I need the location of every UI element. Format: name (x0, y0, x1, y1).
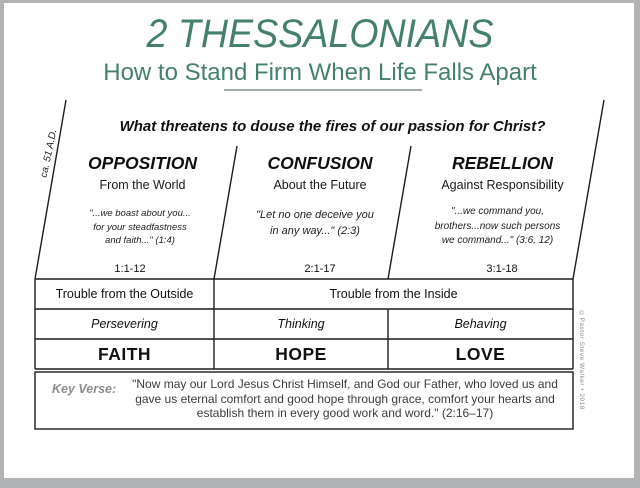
key-verse-line: gave us eternal comfort and good hope th… (135, 391, 555, 406)
quote-line: "Let no one deceive you (256, 209, 374, 221)
column-rebellion-header: REBELLION Against Responsibility (410, 153, 595, 192)
key-verse-text: "Now may our Lord Jesus Christ Himself, … (128, 377, 562, 421)
column-title: OPPOSITION (88, 153, 197, 173)
subtitle-underline (224, 89, 422, 91)
column-subtitle: About the Future (273, 178, 367, 192)
quote-confusion: "Let no one deceive you in any way..." (… (230, 207, 400, 239)
page-subtitle: How to Stand Firm When Life Falls Apart (103, 59, 537, 86)
column-title: CONFUSION (267, 153, 373, 173)
key-verse-line: establish them in every good work and wo… (196, 406, 494, 420)
quote-line: and faith..." (1:4) (105, 235, 175, 246)
cell-trouble-inside: Trouble from the Inside (329, 287, 458, 301)
cell-trouble-outside: Trouble from the Outside (55, 287, 194, 301)
quote-line: we command..." (3:6, 12) (441, 235, 554, 246)
key-verse-label: Key Verse: (52, 382, 117, 396)
column-opposition-header: OPPOSITION From the World (60, 153, 225, 192)
column-subtitle: Against Responsibility (441, 178, 564, 192)
column-title: REBELLION (451, 153, 554, 173)
book-title: 2 THESSALONIANS (146, 12, 494, 56)
reference-opposition: 1:1-12 (114, 263, 146, 275)
page-sheet (4, 3, 634, 478)
cell-theme-thinking: Thinking (277, 317, 325, 331)
key-verse-box (34, 371, 574, 430)
quote-line: "...we command you, (450, 206, 545, 217)
cell-virtue-love: LOVE (455, 343, 506, 364)
left-boundary-line (34, 99, 67, 280)
theme-question: What threatens to douse the fires of our… (119, 118, 546, 135)
column-divider-1 (213, 145, 238, 280)
copyright-label: ©Pastor Steve Walker • 2018 (578, 310, 585, 410)
quote-line: for your steadfastness (93, 221, 187, 233)
cell-theme-persevering: Persevering (91, 317, 158, 331)
column-confusion-header: CONFUSION About the Future (235, 153, 405, 192)
cell-theme-behaving: Behaving (454, 317, 507, 331)
quote-line: brothers...now such persons (434, 220, 561, 232)
column-subtitle: From the World (99, 178, 186, 192)
cell-virtue-faith: FAITH (97, 343, 152, 364)
quote-rebellion: "...we command you, brothers...now such … (405, 205, 590, 249)
cell-virtue-hope: HOPE (275, 343, 327, 364)
right-boundary-line (572, 99, 605, 280)
reference-confusion: 2:1-17 (304, 263, 336, 275)
reference-rebellion: 3:1-18 (486, 263, 518, 275)
column-divider-2 (387, 145, 412, 280)
quote-line: in any way..." (2:3) (270, 225, 360, 237)
quote-opposition: "...we boast about you... for your stead… (55, 207, 225, 248)
quote-line: "...we boast about you... (89, 208, 191, 219)
key-verse-line: "Now may our Lord Jesus Christ Himself, … (132, 377, 558, 391)
